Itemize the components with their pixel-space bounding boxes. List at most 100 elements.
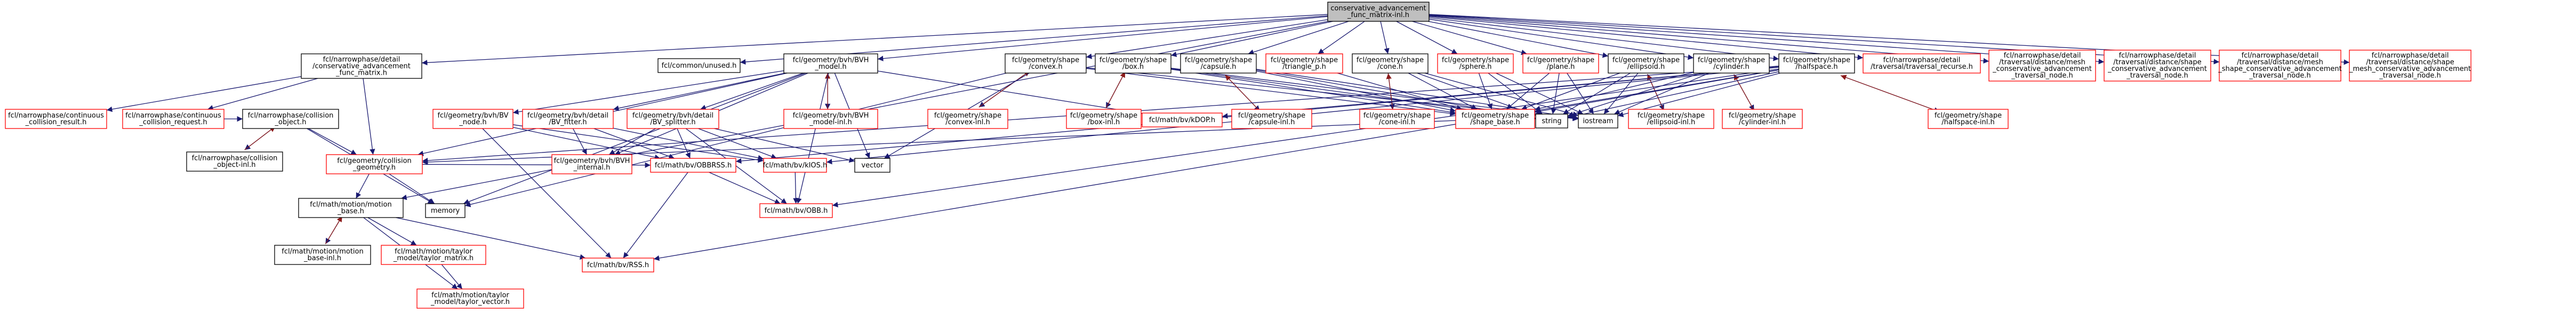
node-cone[interactable]: fcl/geometry/shape/cone.h	[1352, 53, 1429, 74]
edge-bv-to-kios	[512, 124, 764, 163]
edge-root-to-convex	[1086, 19, 1328, 59]
node-mesh_shape_ca_node[interactable]: fcl/narrowphase/detail/traversal/distanc…	[2218, 50, 2342, 82]
edge-cylinder-to-shape_base	[1534, 72, 1694, 111]
edge-kios-to-obb	[793, 172, 799, 204]
node-iostream[interactable]: iostream	[1578, 114, 1618, 129]
node-label-line: _object-inl.h	[213, 161, 255, 169]
node-mesh_ca_node[interactable]: fcl/narrowphase/detail/traversal/distanc…	[1988, 50, 2096, 82]
node-box	[854, 158, 890, 173]
node-sphere[interactable]: fcl/geometry/shape/sphere.h	[1437, 53, 1514, 74]
node-vector[interactable]: vector	[854, 158, 890, 173]
node-box	[1988, 50, 2096, 82]
node-label-line: fcl/geometry/shape	[1238, 112, 1305, 120]
node-obbrss[interactable]: fcl/math/bv/OBBRSS.h	[650, 158, 736, 173]
node-shape_ca_node[interactable]: fcl/narrowphase/detail/traversal/distanc…	[2104, 50, 2211, 82]
node-unused[interactable]: fcl/common/unused.h	[657, 58, 741, 73]
node-label-line: iostream	[1583, 117, 1613, 125]
node-root[interactable]: conservative_advancement_func_matrix-inl…	[1327, 2, 1430, 22]
node-label-line: /triangle_p.h	[1282, 63, 1326, 71]
node-box	[326, 154, 423, 174]
node-cont_result[interactable]: fcl/narrowphase/continuous_collision_res…	[5, 109, 107, 129]
edge-root-to-halfspace	[1429, 17, 1779, 61]
edge-collision_geometry-to-motion_base	[356, 173, 370, 199]
node-capsule[interactable]: fcl/geometry/shape/capsule.h	[1180, 53, 1257, 74]
node-convex_inl[interactable]: fcl/geometry/shape/convex-inl.h	[927, 109, 1008, 129]
node-rss[interactable]: fcl/math/bv/RSS.h	[582, 258, 654, 272]
node-label-line: fcl/geometry/shape	[1638, 112, 1705, 120]
node-box	[1863, 53, 1981, 74]
node-string[interactable]: string	[1535, 114, 1568, 129]
node-box	[298, 198, 404, 218]
node-taylor_matrix[interactable]: fcl/math/motion/taylor_model/taylor_matr…	[381, 245, 486, 265]
node-collision_object[interactable]: fcl/narrowphase/collision_object.h	[242, 109, 339, 129]
node-label-line: fcl/geometry/shape	[1442, 57, 1509, 65]
node-label-line: fcl/geometry/bvh/detail	[632, 112, 713, 120]
node-halfspace[interactable]: fcl/geometry/shape/halfspace.h	[1778, 53, 1855, 74]
node-label-line: fcl/geometry/shape	[934, 112, 1001, 120]
node-box	[274, 245, 371, 265]
node-box	[1231, 109, 1312, 129]
node-cont_request[interactable]: fcl/narrowphase/continuous_collision_req…	[122, 109, 224, 129]
node-taylor_vector[interactable]: fcl/math/motion/taylor_model/taylor_vect…	[416, 288, 524, 309]
node-label-line: _traversal_node.h	[2249, 72, 2311, 80]
node-bvh_model[interactable]: fcl/geometry/bvh/BVH_model.h	[783, 53, 878, 74]
node-box	[1628, 109, 1714, 129]
node-label-line: fcl/geometry/shape	[1935, 112, 2002, 120]
node-kdop[interactable]: fcl/math/bv/kDOP.h	[1142, 113, 1223, 127]
edge-bv_splitter-to-bvh_internal	[608, 128, 656, 155]
node-label-line: fcl/geometry/shape	[1100, 57, 1167, 65]
edge-box_inl-to-box	[1105, 71, 1126, 108]
node-label-line: _traversal_node.h	[2379, 72, 2441, 80]
node-motion_base_inl[interactable]: fcl/math/motion/motion_base-inl.h	[274, 245, 371, 265]
node-collision_geometry[interactable]: fcl/geometry/collision_geometry.h	[326, 154, 423, 174]
node-label-line: /traversal/traversal_recurse.h	[1871, 63, 1973, 71]
node-kios[interactable]: fcl/math/bv/kIOS.h	[763, 158, 828, 173]
edge-collision_geometry-to-memory	[389, 173, 435, 204]
node-capsule_inl[interactable]: fcl/geometry/shape/capsule-inl.h	[1231, 109, 1312, 129]
edge-capsule-to-shape_base	[1256, 70, 1456, 113]
node-box	[1142, 113, 1223, 127]
node-obb[interactable]: fcl/math/bv/OBB.h	[759, 203, 833, 218]
node-bv_splitter[interactable]: fcl/geometry/bvh/detail/BV_splitter.h	[627, 109, 719, 129]
node-box	[381, 245, 486, 265]
node-box[interactable]: fcl/geometry/shape/box.h	[1095, 53, 1171, 74]
node-box	[1352, 53, 1429, 74]
edge-bvh_model-to-bv	[512, 70, 784, 115]
node-bvh_model_inl[interactable]: fcl/geometry/bvh/BVH_model-inl.h	[783, 109, 878, 129]
node-label-line: /box.h	[1122, 63, 1144, 71]
node-motion_base[interactable]: fcl/math/motion/motion_base.h	[298, 198, 404, 218]
edge-bv_splitter-to-kios	[698, 128, 777, 159]
edge-root-to-traversal_recurse	[1429, 16, 1864, 60]
node-ellipsoid_inl[interactable]: fcl/geometry/shape/ellipsoid-inl.h	[1628, 109, 1714, 129]
node-label-line: _model/taylor_matrix.h	[393, 254, 474, 262]
node-traversal_recurse[interactable]: fcl/narrowphase/detail/traversal/travers…	[1863, 53, 1981, 74]
edge-halfspace_inl-to-halfspace	[1840, 75, 1940, 113]
node-convex[interactable]: fcl/geometry/shape/convex.h	[1005, 53, 1087, 74]
node-plane[interactable]: fcl/geometry/shape/plane.h	[1522, 53, 1599, 74]
node-shape_base[interactable]: fcl/geometry/shape/shape_base.h	[1455, 109, 1535, 129]
node-bv[interactable]: fcl/geometry/bvh/BV_node.h	[432, 109, 513, 129]
node-cone_inl[interactable]: fcl/geometry/shape/cone-inl.h	[1359, 109, 1435, 129]
node-memory[interactable]: memory	[425, 203, 466, 218]
node-label-line: _model-inl.h	[809, 118, 852, 126]
node-cafm[interactable]: fcl/narrowphase/detail/conservative_adva…	[301, 53, 422, 79]
node-collision_object_inl[interactable]: fcl/narrowphase/collision_object-inl.h	[186, 151, 283, 172]
node-label-line: fcl/geometry/shape	[1729, 112, 1796, 120]
node-box_inl[interactable]: fcl/geometry/shape/box-inl.h	[1066, 109, 1142, 129]
node-label-line: _mesh_conservative_advancement	[2349, 65, 2471, 73]
node-shape_mesh_ca_node[interactable]: fcl/narrowphase/detail/traversal/distanc…	[2349, 50, 2471, 82]
node-ellipsoid[interactable]: fcl/geometry/shape/ellipsoid.h	[1608, 53, 1684, 74]
node-label-line: string	[1542, 117, 1561, 125]
node-bvh_internal[interactable]: fcl/geometry/bvh/BVH_internal.h	[551, 154, 632, 174]
node-box	[432, 109, 513, 129]
node-cylinder[interactable]: fcl/geometry/shape/cylinder.h	[1693, 53, 1770, 74]
node-label-line: /halfspace.h	[1795, 63, 1837, 71]
node-halfspace_inl[interactable]: fcl/geometry/shape/halfspace-inl.h	[1928, 109, 2009, 129]
node-triangle_p[interactable]: fcl/geometry/shape/triangle_p.h	[1265, 53, 1343, 74]
node-box	[186, 151, 283, 172]
node-label-line: _base.h	[337, 207, 364, 215]
node-cylinder_inl[interactable]: fcl/geometry/shape/cylinder-inl.h	[1722, 109, 1803, 129]
node-label-line: fcl/math/motion/motion	[310, 201, 391, 209]
node-label-line: fcl/narrowphase/continuous	[125, 112, 221, 120]
node-bv_fitter[interactable]: fcl/geometry/bvh/detail/BV_fitter.h	[522, 109, 614, 129]
